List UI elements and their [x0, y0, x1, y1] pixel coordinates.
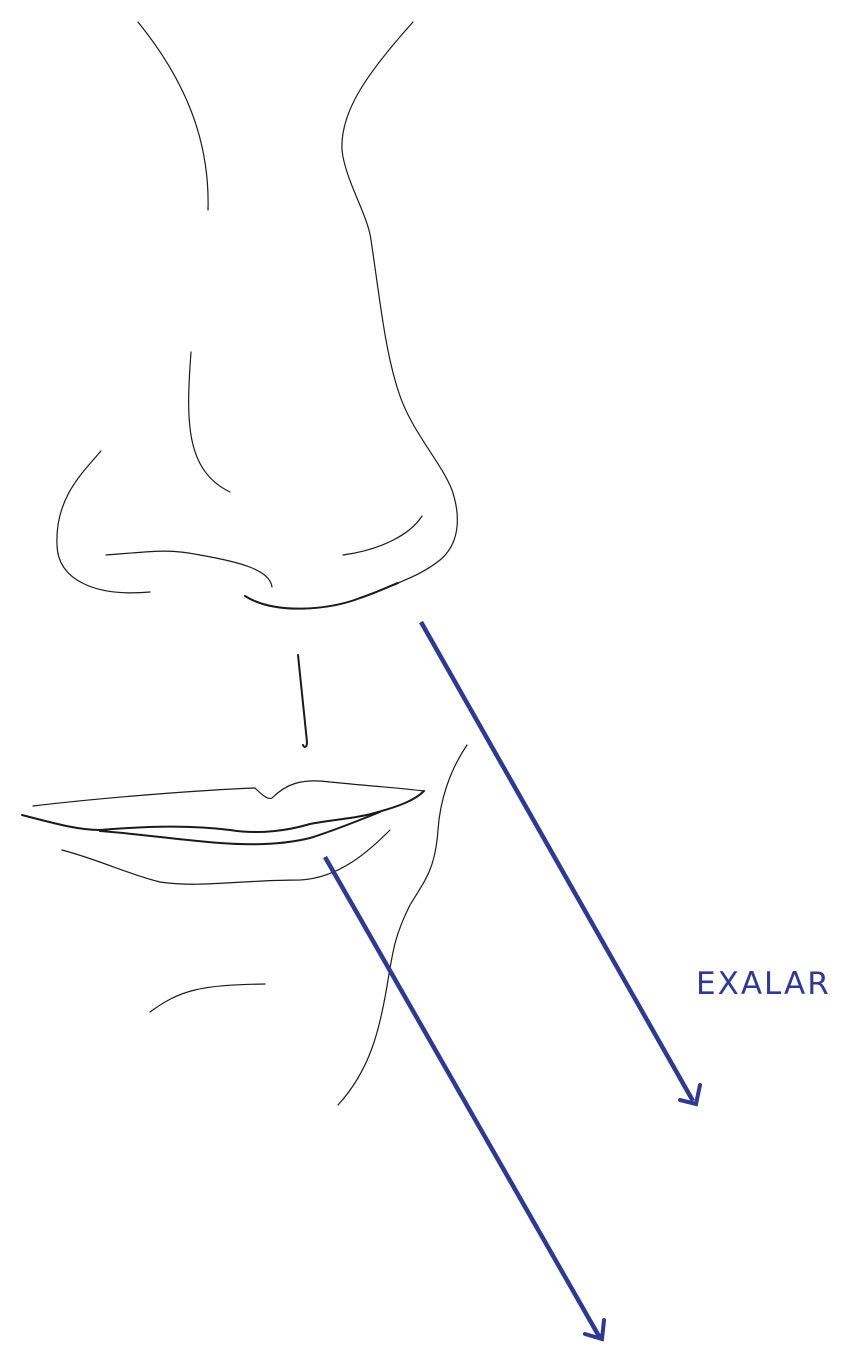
exhale-arrow-nose-shaft [419, 620, 695, 1103]
left-nostril-wing [56, 450, 151, 594]
upper-lip-outline [32, 780, 425, 807]
chin-line [149, 983, 266, 1013]
nose-bottom-line [244, 582, 399, 610]
exhale-arrow-mouth [323, 855, 606, 1342]
right-nostril-curve [342, 515, 423, 556]
philtrum-line [297, 654, 308, 748]
face-line-drawing [21, 21, 468, 1106]
exhale-arrow-nose [419, 620, 702, 1107]
exhale-arrow-nose-head [678, 1083, 702, 1107]
nose-bridge-left-line [137, 21, 209, 211]
exhale-arrow-mouth-head [583, 1318, 606, 1342]
exhale-label: EXALAR [696, 966, 831, 1002]
nose-bridge-right-line [341, 21, 458, 584]
exhale-arrow-mouth-shaft [323, 855, 602, 1340]
lower-lip-inner-line [99, 811, 381, 846]
nose-side-crease [188, 351, 231, 493]
left-nostril-line [105, 550, 273, 588]
lower-lip-bottom [61, 829, 391, 885]
cheek-contour [337, 744, 468, 1106]
mouth-line [21, 790, 425, 834]
